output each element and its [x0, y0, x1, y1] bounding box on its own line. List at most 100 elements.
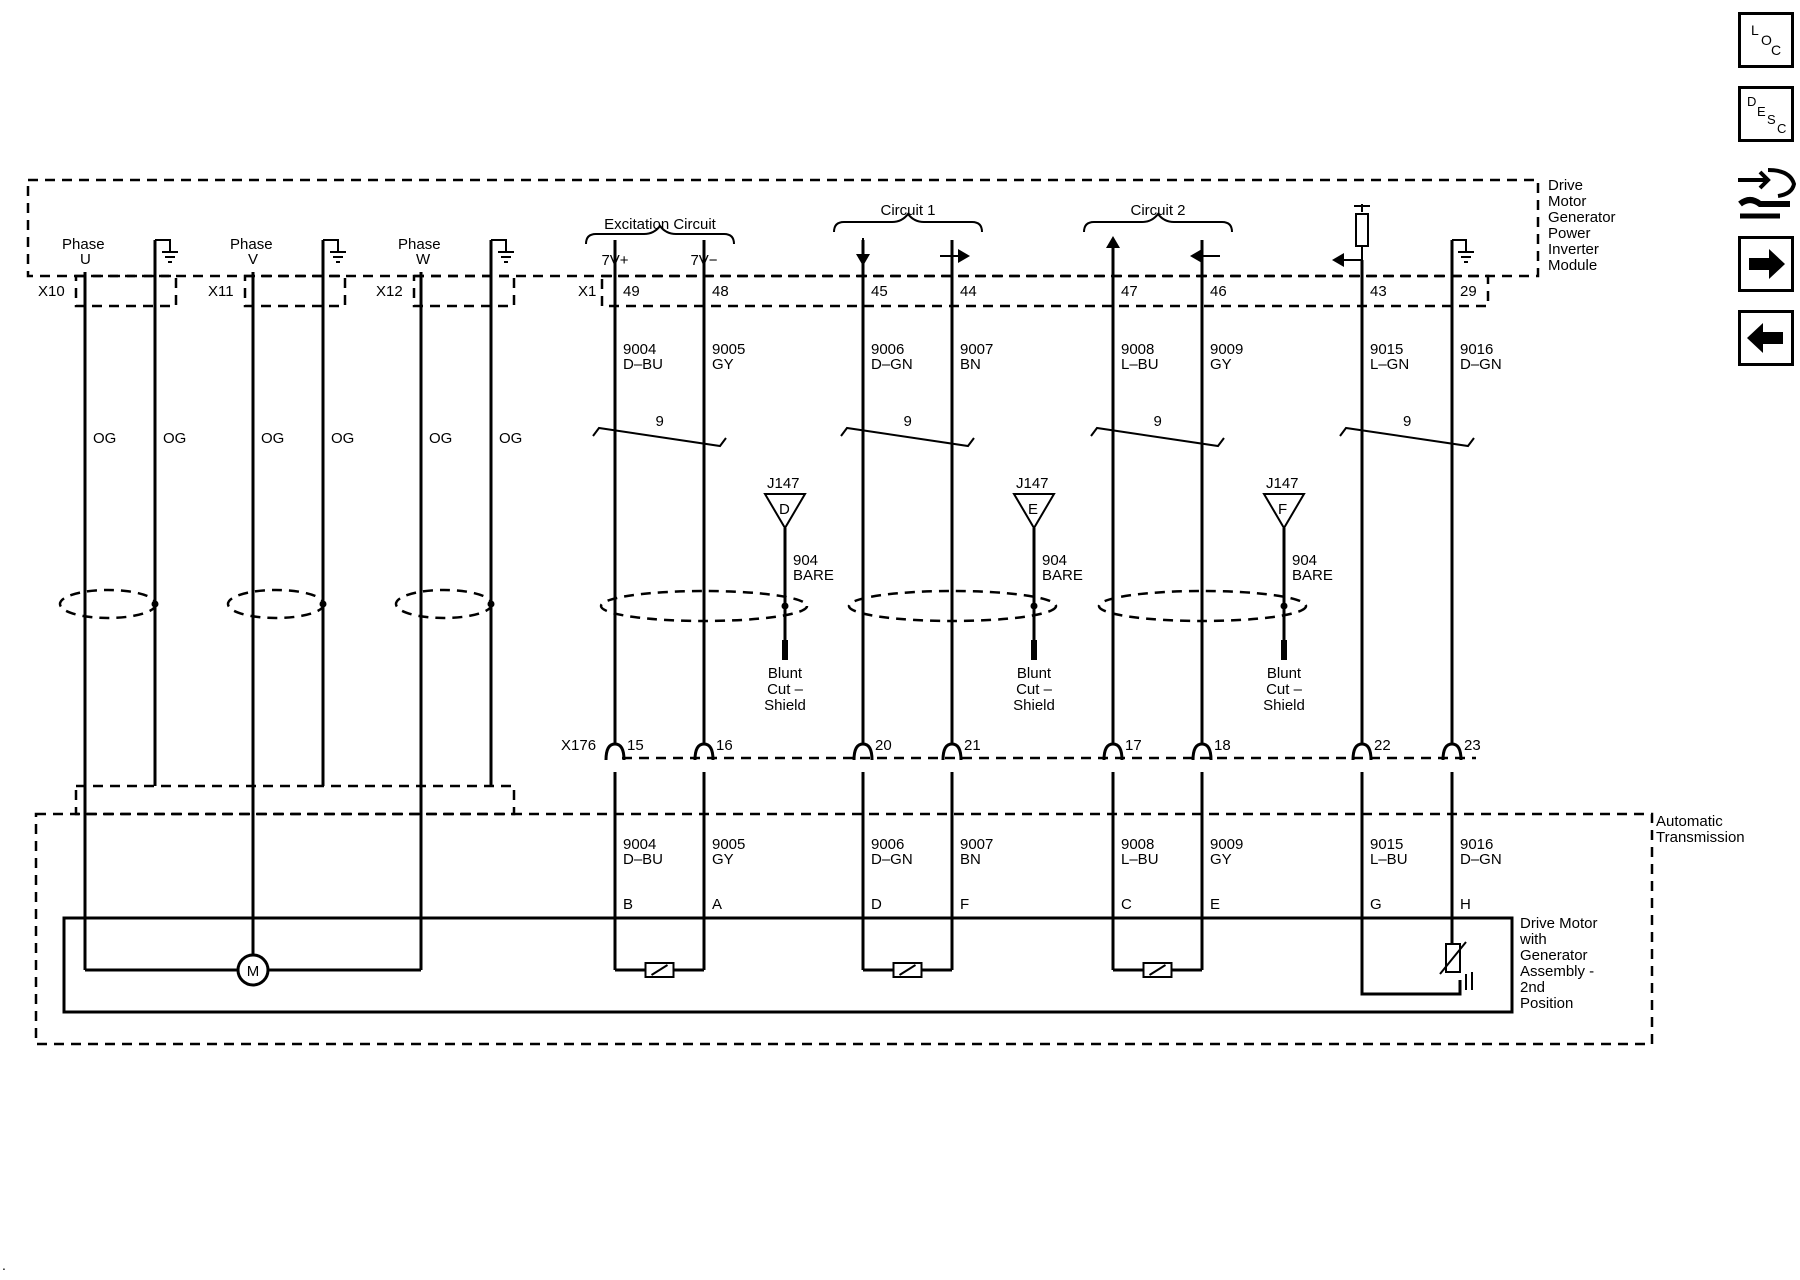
shield-ellipse	[1097, 589, 1308, 623]
x176-terminal	[693, 742, 715, 761]
drain-circuit: 904	[1042, 552, 1067, 569]
circuit-number: 9004	[623, 341, 656, 358]
circuit-number: 9007	[960, 341, 993, 358]
wire-color: GY	[1210, 851, 1232, 868]
phase-u-sub: U	[80, 251, 91, 268]
svg-text:Drive Motor: Drive Motor	[1520, 915, 1598, 932]
phase-w-sub: W	[416, 251, 431, 268]
svg-text:Module: Module	[1548, 257, 1597, 274]
excitation-circuit-header: Excitation Circuit 7V+ 7V−	[585, 216, 735, 269]
x176-terminal	[1191, 742, 1213, 761]
twist-marker	[840, 426, 975, 448]
x176-pin-label: 21	[964, 737, 981, 754]
circuit-number: 9009	[1210, 341, 1243, 358]
wire-color: L–BU	[1121, 851, 1159, 868]
coil-slash	[898, 964, 917, 976]
back-arrow-button[interactable]	[1738, 310, 1794, 366]
inverter-module-boundary	[26, 178, 1540, 278]
x176-pin-label: 15	[627, 737, 644, 754]
circuit-number: 9006	[871, 341, 904, 358]
svg-text:OG: OG	[429, 430, 452, 447]
drain-circuit: 904	[793, 552, 818, 569]
svg-text:Circuit 1: Circuit 1	[880, 202, 935, 219]
svg-text:2nd: 2nd	[1520, 979, 1545, 996]
x176-terminal	[852, 742, 874, 761]
svg-text:Circuit 2: Circuit 2	[1130, 202, 1185, 219]
motor-coils	[615, 918, 1473, 996]
circuit-number: 9004	[623, 836, 656, 853]
motor-pin-label: F	[960, 896, 969, 913]
drain-end-label: Blunt	[768, 665, 803, 682]
svg-text:O: O	[1761, 32, 1772, 48]
svg-text:Drive: Drive	[1548, 177, 1583, 194]
coil-slash	[650, 964, 669, 976]
signal-wires: 499004D–BU159004D–BUB489005GY169005GYA45…	[604, 240, 1502, 970]
phase-v-group: Phase V X11 OG OG	[208, 236, 354, 956]
x1-pin-label: 44	[960, 283, 977, 300]
circuit-2-header: Circuit 2	[1083, 202, 1233, 266]
drain-end-label: Cut –	[1266, 681, 1303, 698]
svg-text:Motor: Motor	[1548, 193, 1586, 210]
x12-label: X12	[376, 283, 403, 300]
svg-text:D: D	[1747, 94, 1756, 109]
phase-w-label: Phase	[398, 236, 441, 253]
svg-text:with: with	[1519, 931, 1547, 948]
drain-color: BARE	[793, 567, 834, 584]
x1-connector-box	[600, 274, 1490, 308]
x1-pin-label: 47	[1121, 283, 1138, 300]
splice-triangle-icon	[1012, 493, 1056, 530]
wire-color: D–GN	[1460, 356, 1502, 373]
repair-procedure-icon[interactable]	[1734, 164, 1798, 222]
svg-text:Inverter: Inverter	[1548, 241, 1599, 258]
x176-pin-label: 22	[1374, 737, 1391, 754]
drain-end-label: Cut –	[767, 681, 804, 698]
splice-name: J147	[1266, 475, 1299, 492]
motor-pin-label: H	[1460, 896, 1471, 913]
location-button[interactable]: L O C	[1738, 12, 1794, 68]
svg-text:Assembly -: Assembly -	[1520, 963, 1594, 980]
wire-color: D–BU	[623, 851, 663, 868]
x1-pin-label: 29	[1460, 283, 1477, 300]
splice-letter: F	[1278, 501, 1287, 518]
svg-text:Position: Position	[1520, 995, 1573, 1012]
drain-end-label: Shield	[1013, 697, 1055, 714]
x1-pin-label: 45	[871, 283, 888, 300]
phase-v-label: Phase	[230, 236, 273, 253]
svg-text:Excitation Circuit: Excitation Circuit	[604, 216, 717, 233]
wire-color: D–GN	[871, 356, 913, 373]
ground-icon	[491, 239, 514, 263]
svg-text:.: .	[2, 1257, 6, 1273]
splice-name: J147	[1016, 475, 1049, 492]
svg-text:S: S	[1767, 112, 1776, 127]
description-button[interactable]: D E S C	[1738, 86, 1794, 142]
x176-terminal	[1441, 742, 1463, 761]
splice-triangle-icon	[763, 493, 807, 530]
svg-text:Transmission: Transmission	[1656, 829, 1745, 846]
wire-color: GY	[1210, 356, 1232, 373]
drain-circuit: 904	[1292, 552, 1317, 569]
shield-ellipse	[599, 589, 809, 623]
wire-color: GY	[712, 356, 734, 373]
wire-color: BN	[960, 851, 981, 868]
svg-text:Power: Power	[1548, 225, 1591, 242]
circuit-number: 9008	[1121, 341, 1154, 358]
drain-end-label: Shield	[1263, 697, 1305, 714]
next-arrow-button[interactable]	[1738, 236, 1794, 292]
splice-letter: E	[1028, 501, 1038, 518]
x1-pin-label: 48	[712, 283, 729, 300]
x176-pin-label: 23	[1464, 737, 1481, 754]
reference-resistor-icon	[1332, 204, 1370, 267]
wire-color: D–GN	[871, 851, 913, 868]
coil-icon	[644, 962, 675, 978]
twist-marker	[592, 426, 727, 448]
svg-text:OG: OG	[93, 430, 116, 447]
x12-connector-box	[412, 274, 516, 308]
splice-letter: D	[779, 501, 790, 518]
temp-sensor-slash	[1439, 941, 1467, 975]
